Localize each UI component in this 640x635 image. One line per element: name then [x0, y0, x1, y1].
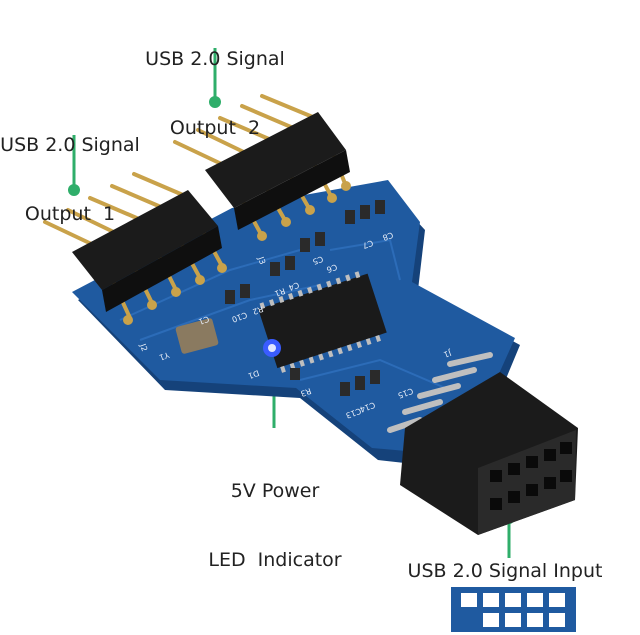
led-d1-glow — [268, 344, 276, 352]
silk-d1: D1 — [247, 368, 261, 380]
silk-c7: C7 — [361, 238, 374, 250]
label-output2: USB 2.0 Signal Output 2 — [130, 2, 300, 186]
input-connector-pins — [387, 352, 493, 433]
header-output2-housing — [205, 112, 346, 208]
silk-j2: J2 — [138, 342, 149, 353]
label-led-line1: 5V Power — [230, 480, 320, 502]
label-output1-line2: Output 1 — [24, 203, 116, 225]
label-led-line2: LED Indicator — [208, 549, 342, 571]
silk-c5: C5 — [311, 254, 324, 266]
silk-c4: C4 — [287, 280, 300, 292]
header-output1 — [43, 172, 224, 320]
label-output1-line1: USB 2.0 Signal — [0, 134, 140, 156]
label-output2-line1: USB 2.0 Signal — [145, 48, 285, 70]
header-output2-housing-side — [234, 150, 350, 230]
smd-components — [175, 200, 387, 396]
silk-r2: R2 — [251, 304, 264, 316]
silk-c1: C1 — [197, 314, 210, 326]
label-led: 5V Power LED Indicator — [190, 434, 360, 618]
input-pinout-icon — [451, 587, 576, 632]
label-output2-line2: Output 2 — [169, 117, 261, 139]
crystal-y1 — [175, 318, 219, 354]
header-output2 — [173, 94, 350, 238]
label-input: USB 2.0 Signal Input — [407, 560, 603, 582]
ic-pins — [259, 271, 381, 373]
silk-r3: R3 — [299, 386, 312, 398]
leader-output2-dot — [209, 96, 221, 108]
header-output1-housing-side — [102, 226, 222, 312]
silk-c6: C6 — [325, 262, 338, 274]
silk-y1: Y1 — [158, 350, 171, 362]
silk-c8: C8 — [381, 230, 394, 242]
input-connector-holes — [490, 442, 572, 510]
silk-j1: J1 — [442, 348, 453, 359]
label-output1: USB 2.0 Signal Output 1 — [0, 88, 140, 272]
silkscreen: J2 J3 J1 Y1 D1 R3 C8 C7 C6 C5 C4 R1 R2 C… — [138, 230, 454, 420]
header-output1-housing — [72, 190, 218, 290]
leader-output1-dot — [68, 184, 80, 196]
silk-j3: J3 — [256, 255, 267, 266]
capacitors — [225, 200, 385, 396]
input-connector — [387, 352, 578, 535]
usb-hub-ic — [258, 273, 387, 369]
silk-r1: R1 — [273, 286, 286, 298]
